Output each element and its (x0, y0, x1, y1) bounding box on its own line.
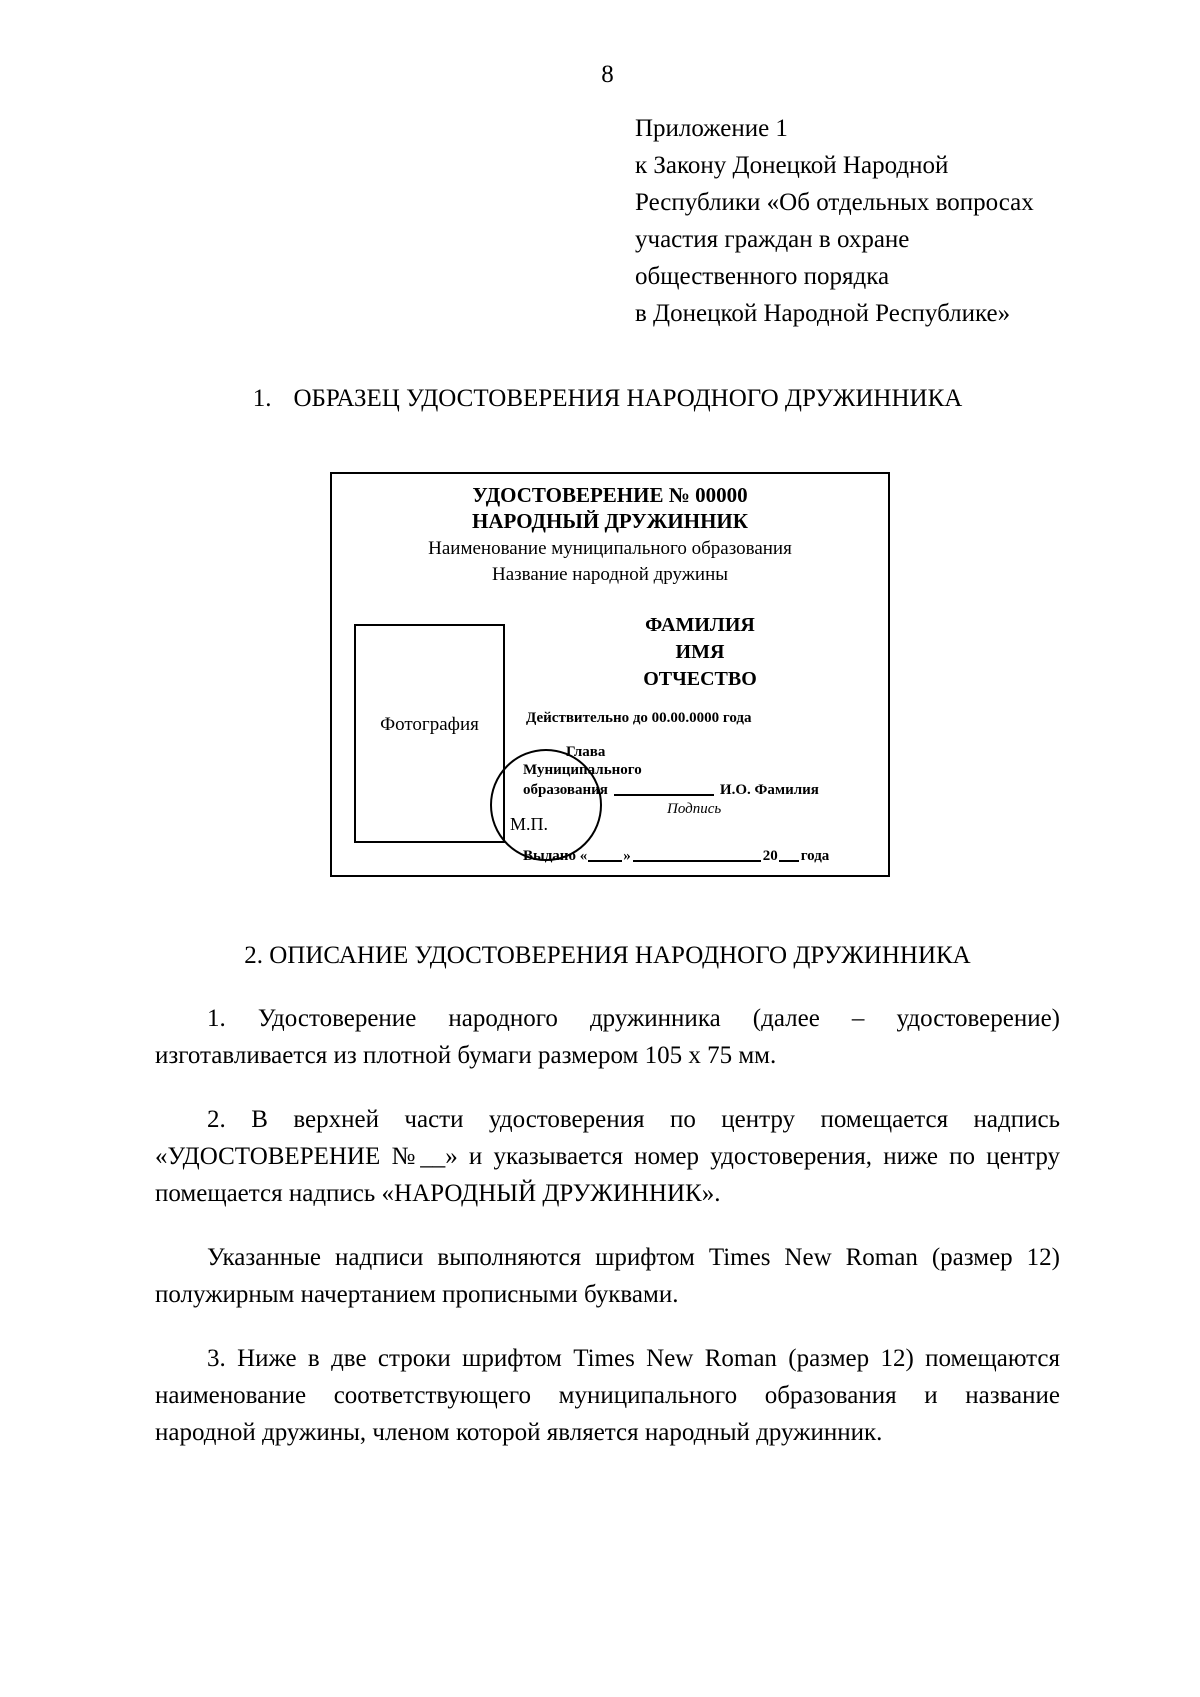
stamp-label: М.П. (510, 814, 549, 834)
head-name-placeholder: И.О. Фамилия (719, 782, 819, 798)
issued-mid: » (623, 848, 631, 864)
certificate-title: УДОСТОВЕРЕНИЕ № 00000 (472, 483, 748, 507)
paragraph-1: 1. Удостоверение народного дружинника (д… (155, 1005, 1060, 1069)
paragraph-3: Указанные надписи выполняются шрифтом Ti… (155, 1244, 1060, 1308)
certificate-squad-name: Название народной дружины (491, 564, 729, 585)
section-1-heading: 1. ОБРАЗЕЦ УДОСТОВЕРЕНИЯ НАРОДНОГО ДРУЖИН… (155, 383, 1060, 415)
section-1-number: 1. (252, 385, 272, 412)
issued-day-rule (588, 860, 623, 862)
addressee-line-5: общественного порядка (635, 263, 890, 290)
stamp-circle-icon (490, 749, 602, 861)
addressee-line-3: Республики «Об отдельных вопросах (635, 189, 1034, 216)
certificate-border (330, 472, 890, 877)
body-text: 1. Удостоверение народного дружинника (д… (155, 1000, 1060, 1451)
photo-label: Фотография (380, 714, 479, 735)
section-2-heading: 2. ОПИСАНИЕ УДОСТОВЕРЕНИЯ НАРОДНОГО ДРУЖ… (244, 942, 971, 969)
issued-year-rule (778, 860, 799, 862)
issued-suffix: года (800, 848, 830, 864)
addressee-line-6: в Донецкой Народной Республике» (635, 300, 1011, 327)
paragraph-4: 3. Ниже в две строки шрифтом Times New R… (155, 1345, 1060, 1446)
addressee-block: Приложение 1 к Закону Донецкой Народной … (635, 110, 1065, 332)
certificate-sample: УДОСТОВЕРЕНИЕ № 00000 НАРОДНЫЙ ДРУЖИННИК… (330, 472, 890, 877)
certificate-subtitle: НАРОДНЫЙ ДРУЖИННИК (472, 509, 748, 533)
photo-placeholder: Фотография (354, 624, 505, 843)
addressee-line-2: к Закону Донецкой Народной (635, 152, 949, 179)
issued-date-line: Выдано « » 20 года (523, 848, 829, 865)
page-number: 8 (601, 61, 614, 88)
holder-patronymic: ОТЧЕСТВО (643, 668, 757, 690)
paragraph-2: 2. В верхней части удостоверения по цент… (155, 1106, 1060, 1207)
signature-rule (613, 794, 714, 796)
section-1-title: ОБРАЗЕЦ УДОСТОВЕРЕНИЯ НАРОДНОГО ДРУЖИННИ… (293, 385, 963, 412)
holder-firstname: ИМЯ (675, 641, 725, 663)
issued-month-rule (632, 860, 761, 862)
holder-name-block: ФАМИЛИЯ ИМЯ ОТЧЕСТВО (530, 612, 870, 693)
issued-prefix: Выдано « (523, 848, 588, 864)
issued-year: 20 (762, 848, 778, 864)
valid-until-line: Действительно до 00.00.0000 года (526, 710, 752, 726)
holder-surname: ФАМИЛИЯ (645, 614, 755, 636)
head-title-line-1: Глава (566, 744, 606, 760)
certificate-municipality: Наименование муниципального образования (428, 538, 792, 559)
page-content: 8 Приложение 1 к Закону Донецкой Народно… (155, 0, 1060, 1697)
addressee-line-1: Приложение 1 (635, 115, 788, 142)
addressee-line-4: участия граждан в охране (635, 226, 910, 253)
signature-caption: Подпись (667, 801, 722, 817)
